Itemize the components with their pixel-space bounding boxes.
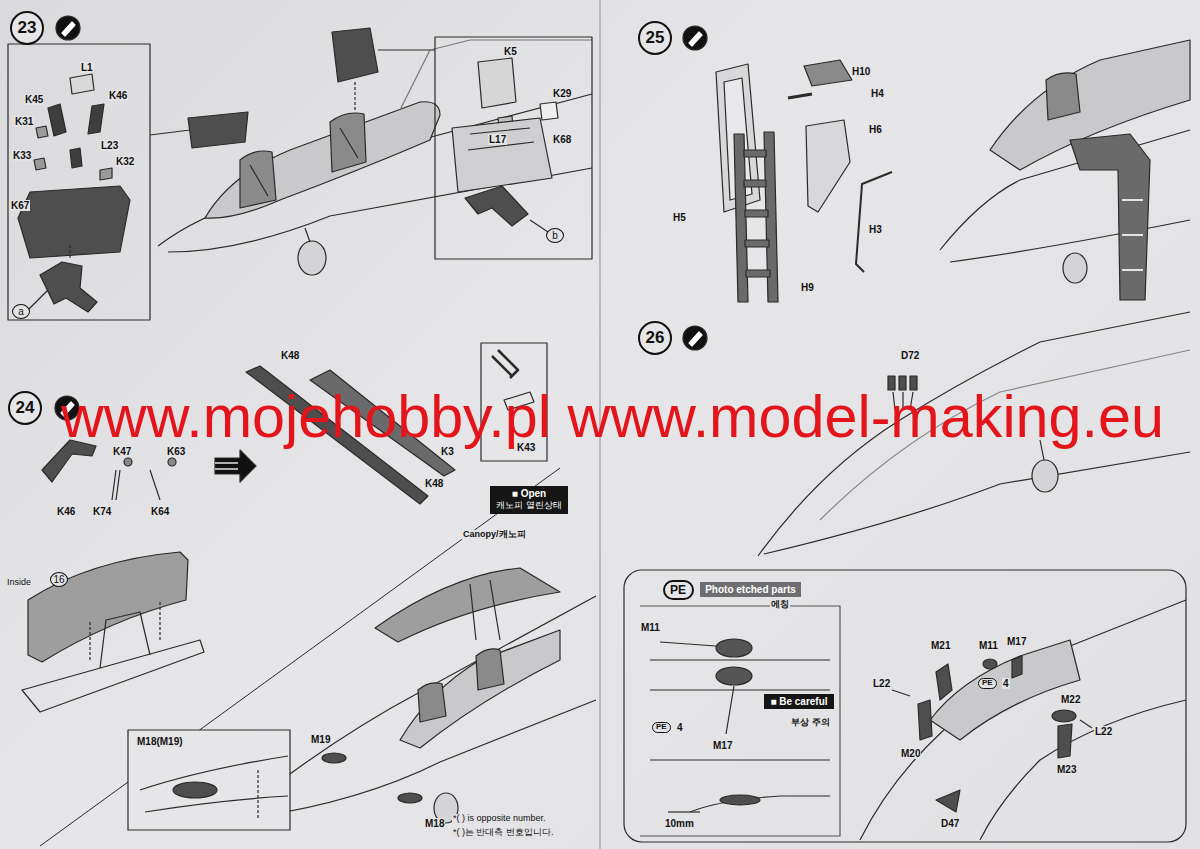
part-number: K31 [14, 116, 34, 127]
pe-title-box: Photo etched parts [700, 582, 801, 597]
part-number: K46 [56, 506, 76, 517]
note-text: Inside [6, 578, 32, 588]
box-heading: Photo etched parts [705, 584, 796, 595]
box-heading: 23 [12, 13, 42, 43]
part-number: M21 [930, 640, 951, 651]
part-number: L23 [100, 140, 119, 151]
note-box: ■ Be careful [764, 694, 834, 709]
box-subtext: 캐노피 열린상태 [496, 499, 562, 512]
part-number: H4 [870, 88, 885, 99]
callout-letter: 16 [50, 572, 68, 587]
part-number: K5 [503, 46, 518, 57]
part-number: H3 [868, 224, 883, 235]
step-number: 25 [638, 21, 672, 55]
part-number: M11 [978, 640, 999, 651]
part-number: K33 [12, 150, 32, 161]
callout-letter: a [12, 304, 30, 319]
callout-letter: b [546, 228, 564, 243]
part-number: 10mm [664, 818, 695, 829]
part-number: H5 [672, 212, 687, 223]
note-text: *( ) is opposite number. [452, 814, 547, 824]
part-number: M22 [1060, 694, 1081, 705]
part-number: D72 [900, 350, 920, 361]
watermark: www.mojehobby.pl www.model-making.eu [60, 384, 1165, 449]
part-number: H10 [851, 66, 871, 77]
part-number: K67 [10, 200, 30, 211]
box-heading: ■ Open [496, 488, 562, 499]
part-number: M19 [310, 734, 331, 745]
part-number: 4 [1002, 678, 1010, 689]
caption-text: 에칭 [770, 600, 790, 610]
part-number: M20 [900, 748, 921, 759]
step-number: 24 [8, 391, 42, 425]
box-heading: 26 [640, 323, 670, 353]
part-number: M18 [424, 818, 445, 829]
part-number: M18(M19) [136, 736, 184, 747]
part-number: M17 [1006, 636, 1027, 647]
box-heading: 24 [10, 393, 40, 423]
part-number: K48 [280, 350, 300, 361]
step-number: 26 [638, 321, 672, 355]
caption-text: Canopy/캐노피 [462, 530, 527, 540]
step-number: 23 [10, 11, 44, 45]
part-number: 4 [676, 722, 684, 733]
part-number: K48 [424, 478, 444, 489]
pe-badge: PE [663, 580, 694, 600]
box-heading: ■ Be careful [770, 696, 828, 707]
note-box: ■ Open캐노피 열린상태 [490, 486, 568, 514]
part-number: K29 [552, 88, 572, 99]
part-number: M17 [712, 740, 733, 751]
part-number: K45 [24, 94, 44, 105]
part-number: K46 [108, 90, 128, 101]
part-number: M11 [640, 622, 661, 633]
part-number: K64 [150, 506, 170, 517]
part-number: K74 [92, 506, 112, 517]
box-heading: 25 [640, 23, 670, 53]
part-number: M23 [1056, 764, 1077, 775]
part-number: H9 [800, 282, 815, 293]
note-text: *( )는 반대측 번호입니다. [452, 828, 555, 838]
caption-text: 부상 주의 [790, 718, 831, 728]
part-number: K32 [115, 156, 135, 167]
part-number: L1 [80, 62, 94, 73]
part-number: L22 [1094, 726, 1113, 737]
pe-badge: PE [978, 678, 997, 689]
part-number: H6 [868, 124, 883, 135]
part-number: K68 [552, 134, 572, 145]
part-number: L22 [872, 678, 891, 689]
part-number: L17 [488, 134, 507, 145]
part-number: D47 [940, 818, 960, 829]
pe-badge: PE [652, 722, 671, 733]
box-heading: PE [670, 583, 687, 597]
